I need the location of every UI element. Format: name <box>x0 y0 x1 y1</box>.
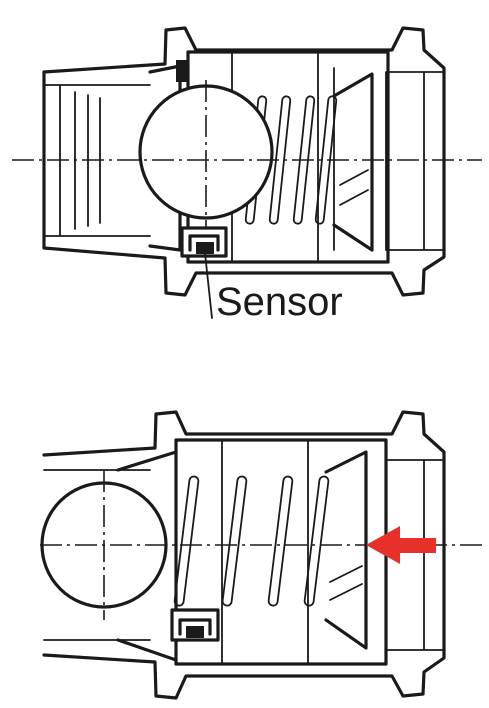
sensor-leader-line <box>203 243 213 319</box>
valve-housing-bottom <box>42 410 446 700</box>
arrow-left-icon <box>366 526 436 564</box>
inlet-bore-bottom <box>43 469 151 641</box>
outlet-detail-top <box>339 169 369 206</box>
sensor-bottom <box>170 608 220 642</box>
chamber-division-bottom <box>221 439 309 665</box>
open-valve-view <box>40 410 482 700</box>
sensor-label: Sensor <box>216 280 343 324</box>
valve-housing-top <box>42 26 446 297</box>
outlet-detail-bottom <box>329 565 363 601</box>
spring-bottom <box>173 475 330 607</box>
outlet-cone-top <box>332 72 374 252</box>
outlet-cone-bottom <box>324 450 368 650</box>
outlet-bore-top <box>385 71 445 251</box>
sensor-top <box>180 226 228 258</box>
magnet-block-top <box>176 60 188 82</box>
valve-seat-bottom <box>116 450 178 662</box>
closed-valve-view <box>12 26 482 319</box>
